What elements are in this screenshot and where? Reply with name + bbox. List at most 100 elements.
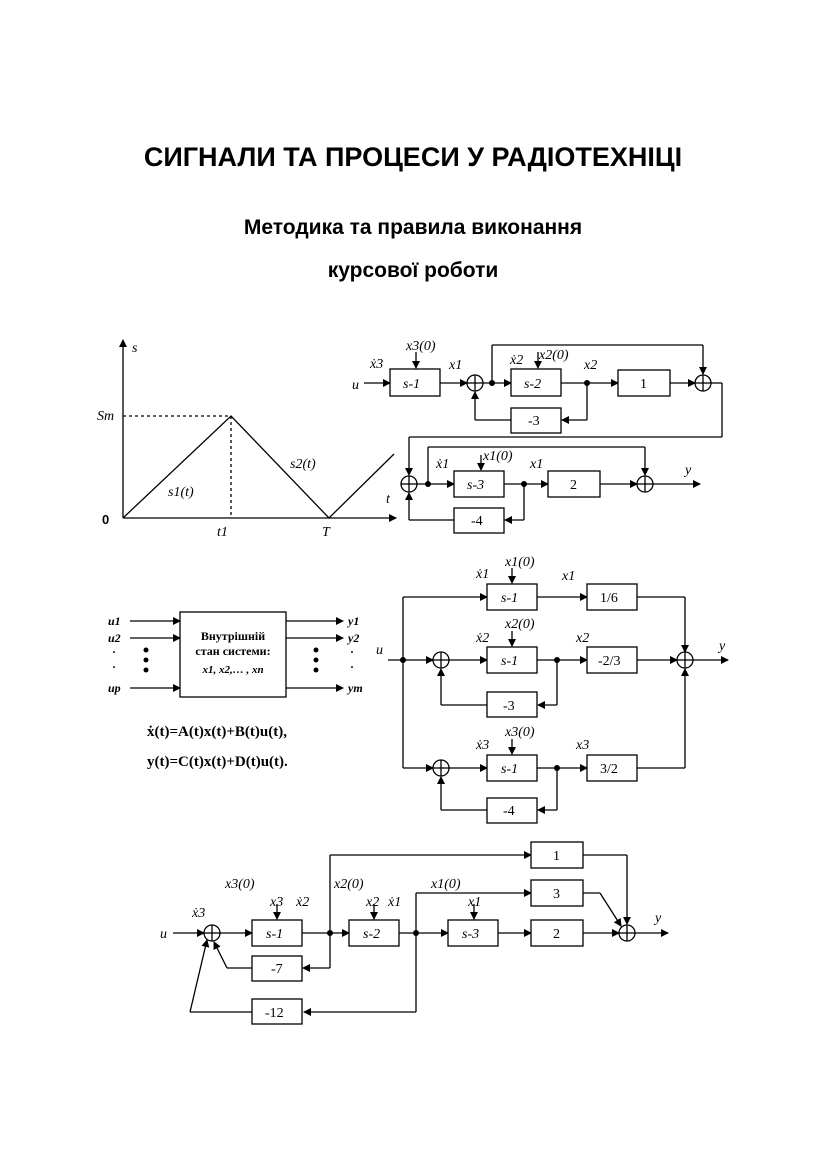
block-gain-1 xyxy=(617,369,671,397)
svg-text:s-1: s-1 xyxy=(501,591,518,606)
direct-gain-1 xyxy=(530,841,584,869)
svg-text:x2: x2 xyxy=(365,895,379,910)
direct-block-3 xyxy=(447,919,499,947)
svg-text:x1: x1 xyxy=(561,569,575,584)
direct-gain-3 xyxy=(530,879,584,907)
svg-text:ẋ1: ẋ1 xyxy=(435,457,449,472)
svg-text:x3(0): x3(0) xyxy=(224,877,255,892)
system-box xyxy=(179,611,287,698)
svg-text:2: 2 xyxy=(553,927,560,942)
parallel-block-2 xyxy=(486,646,538,674)
block-gain-2 xyxy=(547,470,601,498)
svg-text:1: 1 xyxy=(640,377,647,392)
svg-text:s-3: s-3 xyxy=(462,927,479,942)
svg-text:-12: -12 xyxy=(265,1006,284,1021)
svg-text:y: y xyxy=(653,911,662,926)
label-origin: 0 xyxy=(102,512,109,527)
svg-text:x2: x2 xyxy=(583,358,597,373)
svg-text:x1, x2,… , xn: x1, x2,… , xn xyxy=(201,664,263,676)
block-s-1 xyxy=(389,368,441,397)
svg-text:ẋ2: ẋ2 xyxy=(295,895,309,910)
svg-text:y1: y1 xyxy=(346,614,359,628)
svg-text:x3: x3 xyxy=(269,895,283,910)
parallel-block-1 xyxy=(486,583,538,611)
label-sm: Sm xyxy=(97,409,114,424)
svg-text:·: · xyxy=(112,645,116,659)
diagram-parallel: u y ẋ1 x1(0) x1 s-1 1/6 ẋ2 x2(0) x2 s-1 … xyxy=(376,555,729,824)
label-t: t xyxy=(386,492,391,507)
svg-text:x3(0): x3(0) xyxy=(504,725,535,740)
direct-fb-m7 xyxy=(251,955,303,982)
svg-text:up: up xyxy=(108,681,121,695)
block-s-2 xyxy=(510,368,562,397)
svg-text:y2: y2 xyxy=(346,631,359,645)
svg-text:s-1: s-1 xyxy=(501,762,518,777)
label-t1: t1 xyxy=(217,525,228,540)
svg-text:ẋ1: ẋ1 xyxy=(475,567,489,582)
parallel-gain-1 xyxy=(586,583,638,611)
svg-text:·: · xyxy=(112,660,116,674)
svg-text:s-2: s-2 xyxy=(524,377,541,392)
label-s1: s1(t) xyxy=(168,485,194,500)
signal-line xyxy=(122,415,395,519)
svg-text:u: u xyxy=(376,643,383,658)
svg-text:ẋ3: ẋ3 xyxy=(369,357,383,372)
svg-text:y: y xyxy=(717,639,726,654)
svg-text:-4: -4 xyxy=(471,514,483,529)
svg-text:1/6: 1/6 xyxy=(600,591,618,606)
cascade-output: y xyxy=(683,463,692,478)
direct-block-2 xyxy=(348,919,400,947)
svg-text:x3: x3 xyxy=(575,738,589,753)
subtitle-line-2: курсової роботи xyxy=(327,259,499,282)
svg-text:s-1: s-1 xyxy=(266,927,283,942)
svg-text:s-1: s-1 xyxy=(403,377,420,392)
svg-text:x2(0): x2(0) xyxy=(538,348,569,363)
svg-text:-4: -4 xyxy=(503,804,515,819)
subtitle-line-1: Методика та правила виконання xyxy=(243,216,583,239)
svg-text:u2: u2 xyxy=(108,631,121,645)
svg-text:-2/3: -2/3 xyxy=(598,654,621,669)
svg-text:x1(0): x1(0) xyxy=(482,449,513,464)
svg-text:x2: x2 xyxy=(575,631,589,646)
output-equation: y(t)=C(t)x(t)+D(t)u(t). xyxy=(147,754,288,770)
svg-text:x1: x1 xyxy=(448,358,462,373)
direct-block-1 xyxy=(251,919,303,947)
svg-text:ẋ2: ẋ2 xyxy=(475,631,489,646)
document-title: СИГНАЛИ ТА ПРОЦЕСИ У РАДІОТЕХНІЦІ xyxy=(143,142,683,172)
svg-text:x1: x1 xyxy=(467,895,481,910)
svg-text:1: 1 xyxy=(553,849,560,864)
parallel-gain-3 xyxy=(586,754,638,782)
svg-text:2: 2 xyxy=(570,478,577,493)
svg-text:-3: -3 xyxy=(528,414,540,429)
svg-text:x3(0): x3(0) xyxy=(405,339,436,354)
svg-text:x1: x1 xyxy=(529,457,543,472)
diagram-cascade: u ẋ3 x3(0) x1 ẋ2 x2(0) x2 ẋ1 x1(0) x1 y … xyxy=(352,339,723,534)
svg-text:s-1: s-1 xyxy=(501,654,518,669)
direct-gain-2 xyxy=(530,919,584,947)
svg-text:ym: ym xyxy=(346,681,363,695)
state-equation: ẋ(t)=A(t)x(t)+B(t)u(t), xyxy=(147,724,287,740)
block-s-3 xyxy=(453,470,505,498)
direct-fb-m12 xyxy=(251,998,303,1025)
svg-text:стан системи:: стан системи: xyxy=(195,644,270,658)
label-s2: s2(t) xyxy=(290,457,316,472)
svg-text:3: 3 xyxy=(553,887,560,902)
svg-text:x1(0): x1(0) xyxy=(504,555,535,570)
svg-text:x1(0): x1(0) xyxy=(430,877,461,892)
diagram-direct: u y ẋ3 x3(0) x3 ẋ2 x2(0) x2 ẋ1 x1(0) x1 … xyxy=(160,841,669,1025)
svg-text:s-3: s-3 xyxy=(467,478,484,493)
svg-text:Внутрішній: Внутрішній xyxy=(201,629,265,643)
svg-text:u1: u1 xyxy=(108,614,121,628)
svg-text:u: u xyxy=(160,927,167,942)
state-space-figure: u1 u2 · · up y1 y2 · · ym Внутрішній ста… xyxy=(108,611,363,770)
svg-text:x2(0): x2(0) xyxy=(333,877,364,892)
svg-text:s-2: s-2 xyxy=(363,927,380,942)
svg-text:·: · xyxy=(350,645,354,659)
svg-text:ẋ1: ẋ1 xyxy=(387,895,401,910)
block-gain-m4 xyxy=(453,507,505,534)
svg-text:3/2: 3/2 xyxy=(600,762,618,777)
parallel-fb-3 xyxy=(486,797,538,824)
parallel-block-3 xyxy=(486,754,538,782)
svg-text:ẋ3: ẋ3 xyxy=(475,738,489,753)
